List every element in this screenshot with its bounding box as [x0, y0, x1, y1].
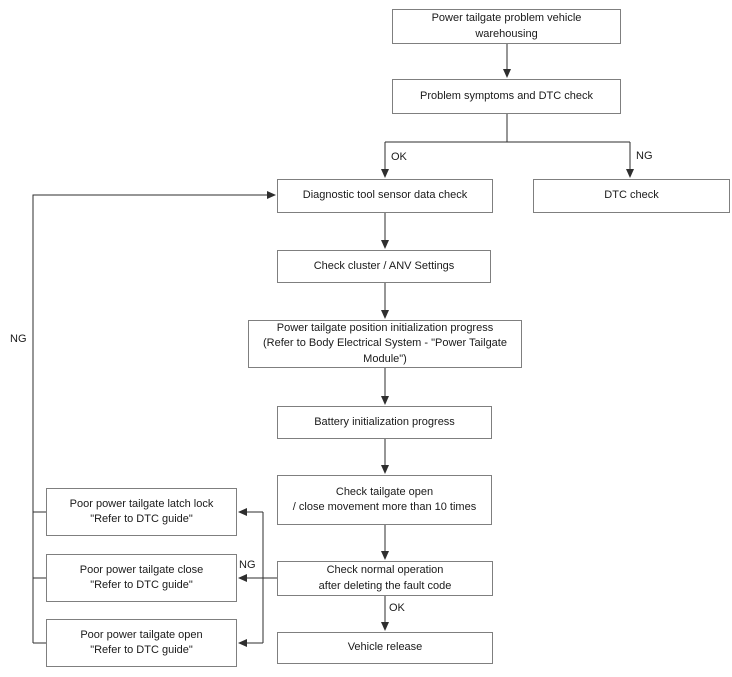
edge-label-ok-top: OK — [391, 151, 407, 163]
node-dtc-check: DTC check — [533, 179, 730, 213]
node-position-initialization: Power tailgate position initialization p… — [248, 320, 522, 368]
node-check-cluster-anv-settings: Check cluster / ANV Settings — [277, 250, 491, 283]
node-poor-tailgate-close: Poor power tailgate close "Refer to DTC … — [46, 554, 237, 602]
node-problem-symptoms-dtc-check: Problem symptoms and DTC check — [392, 79, 621, 114]
node-vehicle-release: Vehicle release — [277, 632, 493, 664]
edge-label-ng-bottom: NG — [239, 559, 256, 571]
edge-label-ng-top: NG — [636, 150, 653, 162]
node-diagnostic-tool-sensor-data-check: Diagnostic tool sensor data check — [277, 179, 493, 213]
edge-ng-loop — [32, 191, 276, 643]
node-poor-latch-lock: Poor power tailgate latch lock "Refer to… — [46, 488, 237, 536]
node-check-normal-operation: Check normal operation after deleting th… — [277, 561, 493, 596]
node-battery-initialization: Battery initialization progress — [277, 406, 492, 439]
node-problem-vehicle-warehousing: Power tailgate problem vehicle warehousi… — [392, 9, 621, 44]
edge-label-ng-loop: NG — [10, 333, 27, 345]
node-tailgate-movement-check: Check tailgate open / close movement mor… — [277, 475, 492, 525]
edge-label-ok-bottom: OK — [389, 602, 405, 614]
node-poor-tailgate-open: Poor power tailgate open "Refer to DTC g… — [46, 619, 237, 667]
